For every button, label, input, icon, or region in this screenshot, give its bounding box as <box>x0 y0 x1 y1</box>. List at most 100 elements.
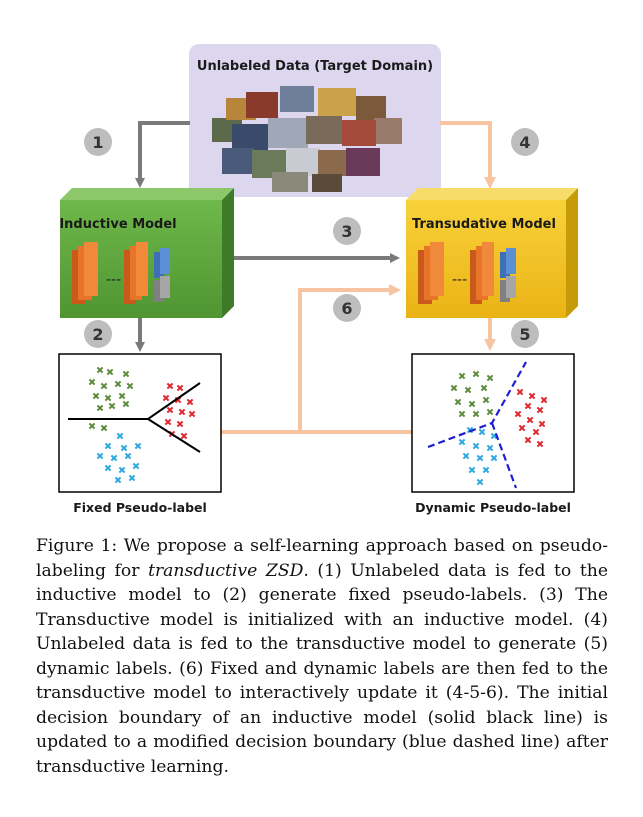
cluster-point-red <box>524 436 532 444</box>
network-layers-icon: --- <box>418 242 516 304</box>
cluster-point-green <box>108 402 116 410</box>
cluster-point-red <box>514 410 522 418</box>
cluster-point-red <box>188 410 196 418</box>
layer-dashes: --- <box>452 272 467 288</box>
cluster-point-green <box>118 392 126 400</box>
step-4-badge: 4 <box>519 133 530 152</box>
cluster-point-green <box>114 380 122 388</box>
step-5-badge: 5 <box>519 325 530 344</box>
cluster-point-blue <box>104 464 112 472</box>
cluster-point-green <box>100 382 108 390</box>
arrow-1 <box>135 121 190 188</box>
cluster-point-blue <box>114 476 122 484</box>
cluster-point-green <box>92 392 100 400</box>
cluster-point-green <box>464 386 472 394</box>
solid-decision-boundary <box>68 382 201 453</box>
cluster-point-blue <box>482 466 490 474</box>
cluster-point-green <box>122 370 130 378</box>
figure-caption: Figure 1: We propose a self-learning app… <box>36 534 608 779</box>
cluster-point-blue <box>490 454 498 462</box>
step-badges: 1 2 3 4 5 6 <box>84 128 539 348</box>
cluster-point-green <box>104 394 112 402</box>
cluster-point-blue <box>462 452 470 460</box>
cluster-point-red <box>166 406 174 414</box>
cluster-point-blue <box>476 454 484 462</box>
caption-suffix: . (1) Unlabeled data is fed to the induc… <box>36 560 608 777</box>
cluster-point-green <box>122 400 130 408</box>
cluster-point-red <box>540 396 548 404</box>
cluster-point-green <box>480 384 488 392</box>
fixed-plot-label: Fixed Pseudo-label <box>73 500 207 515</box>
arrow-4 <box>440 121 496 189</box>
photo-collage <box>212 86 402 192</box>
cluster-point-green <box>454 398 462 406</box>
cluster-point-green <box>96 366 104 374</box>
cluster-point-red <box>532 428 540 436</box>
unlabeled-data-panel: Unlabeled Data (Target Domain) <box>189 44 441 197</box>
cluster-point-green <box>458 372 466 380</box>
cluster-point-blue <box>124 452 132 460</box>
cluster-point-blue <box>486 444 494 452</box>
cluster-point-blue <box>468 466 476 474</box>
unlabeled-data-title: Unlabeled Data (Target Domain) <box>197 59 433 74</box>
cluster-point-blue <box>472 442 480 450</box>
cluster-point-red <box>180 432 188 440</box>
transductive-model-title: Transudative Model <box>412 217 556 232</box>
cluster-point-green <box>482 396 490 404</box>
cluster-point-red <box>164 418 172 426</box>
step-2-badge: 2 <box>92 325 103 344</box>
cluster-point-red <box>176 420 184 428</box>
cluster-point-blue <box>458 438 466 446</box>
cluster-point-blue <box>104 442 112 450</box>
cluster-point-red <box>518 424 526 432</box>
cluster-point-blue <box>132 462 140 470</box>
dashed-decision-boundary <box>427 361 527 489</box>
cluster-point-green <box>468 400 476 408</box>
fixed-pseudo-label-plot: Fixed Pseudo-label <box>58 353 222 515</box>
dynamic-plot-label: Dynamic Pseudo-label <box>415 500 571 515</box>
cluster-point-green <box>472 410 480 418</box>
cluster-point-blue <box>96 452 104 460</box>
cluster-point-blue <box>118 466 126 474</box>
cluster-point-green <box>450 384 458 392</box>
cluster-point-blue <box>116 432 124 440</box>
cluster-point-red <box>524 402 532 410</box>
cluster-point-blue <box>478 428 486 436</box>
cluster-point-green <box>106 368 114 376</box>
cluster-point-green <box>472 370 480 378</box>
cluster-point-red <box>176 384 184 392</box>
step-3-badge: 3 <box>341 222 352 241</box>
layer-dashes: --- <box>106 272 121 288</box>
caption-emphasis: transductive ZSD <box>148 560 304 581</box>
inductive-model-block: Inductive Model --- <box>59 188 234 318</box>
cluster-point-green <box>486 408 494 416</box>
arrows <box>135 121 496 434</box>
cluster-point-red <box>528 392 536 400</box>
network-layers-icon: --- <box>72 242 170 304</box>
fixed-clusters <box>88 366 196 484</box>
cluster-point-blue <box>476 478 484 486</box>
dynamic-pseudo-label-plot: Dynamic Pseudo-label <box>411 353 575 515</box>
cluster-point-green <box>88 422 96 430</box>
cluster-point-red <box>166 382 174 390</box>
transductive-model-block: Transudative Model --- <box>406 188 578 318</box>
dynamic-clusters <box>450 370 548 486</box>
cluster-point-green <box>486 374 494 382</box>
step-1-badge: 1 <box>92 133 103 152</box>
cluster-point-green <box>96 404 104 412</box>
cluster-point-green <box>458 410 466 418</box>
step-6-badge: 6 <box>341 299 352 318</box>
cluster-point-red <box>538 420 546 428</box>
cluster-point-red <box>162 394 170 402</box>
cluster-point-red <box>536 440 544 448</box>
cluster-point-blue <box>110 454 118 462</box>
cluster-point-green <box>126 382 134 390</box>
cluster-point-blue <box>128 474 136 482</box>
cluster-point-red <box>186 398 194 406</box>
cluster-point-red <box>526 416 534 424</box>
cluster-point-red <box>178 408 186 416</box>
inductive-model-title: Inductive Model <box>59 217 176 232</box>
arrow-6 <box>221 284 401 434</box>
caption-prefix: Figure 1: We propose a self-learning app… <box>36 536 608 581</box>
pipeline-diagram: Unlabeled Data (Target Domain) <box>58 44 578 515</box>
